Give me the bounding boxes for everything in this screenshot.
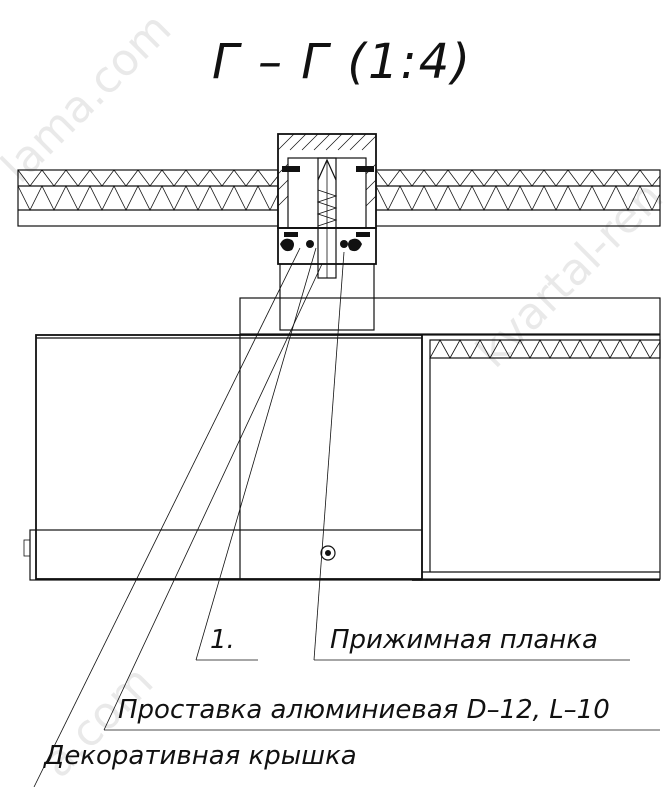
callout-clamp-bar: Прижимная планка bbox=[330, 625, 598, 655]
callout-spacer: Проставка алюминиевая D–12, L–10 bbox=[118, 695, 610, 725]
right-profile bbox=[412, 334, 661, 581]
section-title: Г – Г (1:4) bbox=[212, 34, 472, 90]
base-profile bbox=[277, 227, 377, 331]
leader-clamp-bar bbox=[313, 251, 345, 661]
watermark-top-left: lama.com bbox=[0, 3, 181, 192]
watermark-right: kvartal-ren bbox=[467, 171, 668, 377]
leader-lines bbox=[33, 247, 660, 787]
rafter bbox=[239, 297, 661, 580]
leader-spacer bbox=[103, 263, 323, 731]
callout-decor-cap: Декоративная крышка bbox=[43, 741, 357, 771]
callout-item-number: 1. bbox=[210, 625, 235, 655]
watermark-group: lama.com kvartal-ren a.com bbox=[0, 3, 668, 787]
left-panel bbox=[17, 169, 279, 227]
leader-decor-cap bbox=[33, 247, 301, 787]
leader-item-1 bbox=[195, 247, 317, 661]
screw bbox=[316, 157, 338, 279]
decor-cap-body bbox=[23, 334, 423, 581]
